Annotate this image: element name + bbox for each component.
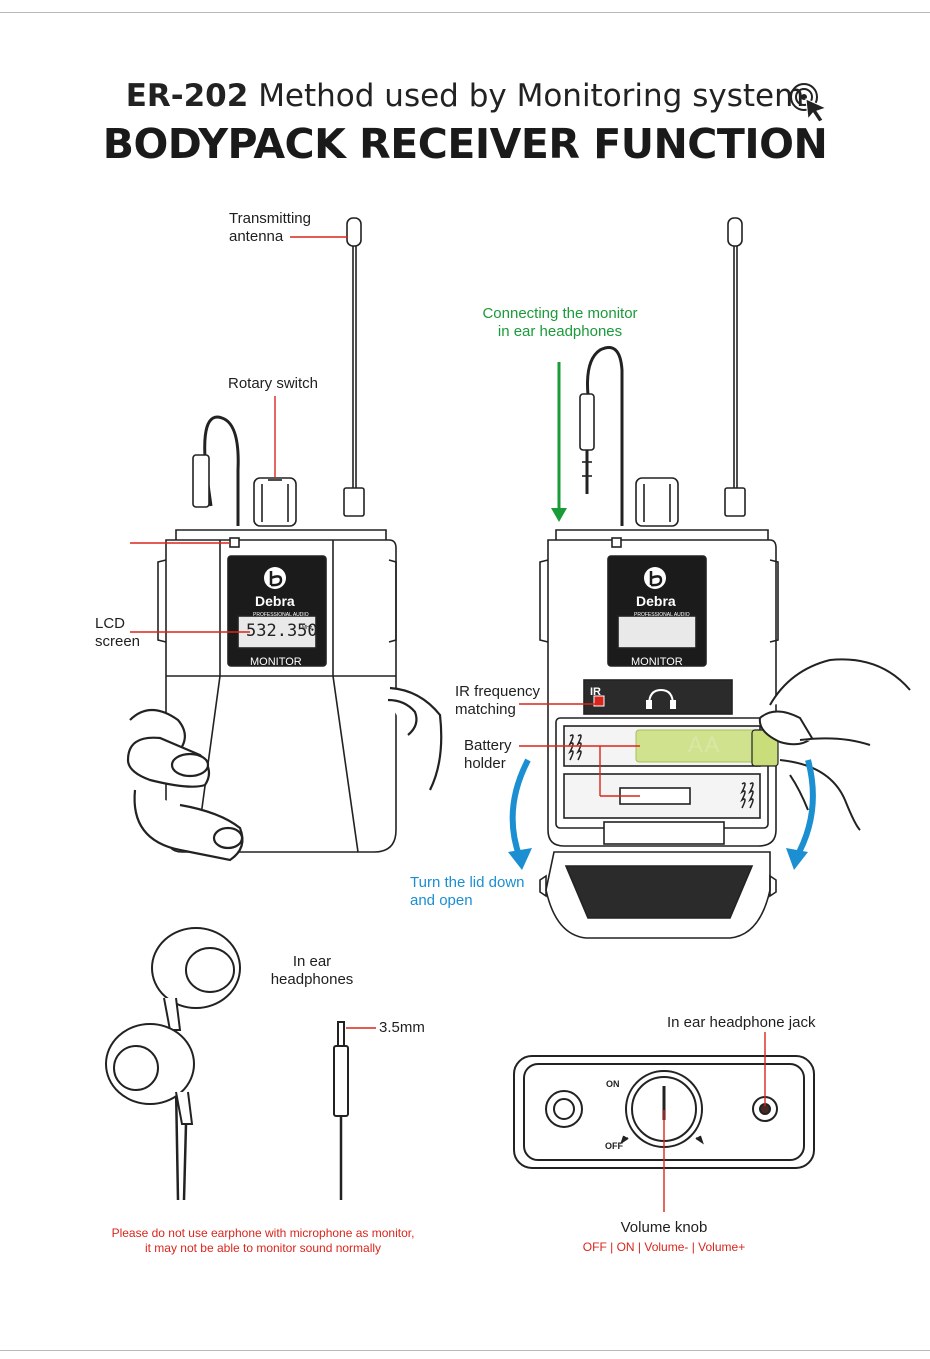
antenna-label: Transmitting antenna [229, 210, 311, 245]
monitor-label-right: MONITOR [631, 656, 683, 668]
monitor-label-left: MONITOR [250, 656, 302, 668]
warning-note: Please do not use earphone with micropho… [111, 1226, 415, 1255]
on-marking: ON [606, 1079, 620, 1089]
brand-logo-right: Debra [636, 593, 676, 609]
in-ear-headphones-label: In ear headphones [270, 953, 354, 988]
plug-35mm [333, 1021, 349, 1200]
page-subtitle: ER-202 Method used by Monitoring system [0, 78, 930, 114]
brand-sub-left: PROFESSIONAL AUDIO [253, 612, 309, 618]
off-marking: OFF [605, 1141, 623, 1151]
hand-left-illustration [126, 686, 443, 862]
hand-right-illustration [758, 658, 911, 831]
turn-lid-label: Turn the lid down and open [410, 874, 525, 909]
battery-aa-text: AA [688, 732, 722, 757]
connect-arrow [551, 362, 567, 522]
battery-holder-label: Battery holder [464, 737, 512, 772]
ir-tag: IR [590, 686, 601, 698]
top-rule [0, 12, 930, 13]
volume-knob-functions: OFF | ON | Volume- | Volume+ [582, 1240, 746, 1254]
brand-sub-right: PROFESSIONAL AUDIO [634, 612, 690, 618]
bottom-rule [0, 1350, 930, 1351]
headphone-jack-label: In ear headphone jack [667, 1014, 816, 1031]
lcd-screen-label: LCD screen [95, 615, 141, 650]
lcd-unit: MHz [302, 625, 313, 631]
page-title: BODYPACK RECEIVER FUNCTION [102, 120, 828, 168]
rotary-switch-label: Rotary switch [228, 375, 319, 392]
turn-lid-arrows [508, 758, 816, 870]
plug-size-label: 3.5mm [379, 1019, 425, 1036]
leader-lines [130, 236, 766, 1212]
target-cursor-icon [790, 83, 828, 123]
connect-headphones-label: Connecting the monitor in ear headphones [482, 305, 638, 340]
bodypack-front [157, 217, 397, 853]
subtitle-text: Method used by Monitoring system [258, 78, 805, 114]
lcd-display: 532.350 [246, 621, 318, 641]
model-name: ER-202 [125, 78, 249, 114]
in-ear-headphones [105, 927, 241, 1201]
volume-knob-label: Volume knob [620, 1219, 708, 1236]
brand-logo-left: Debra [255, 593, 295, 609]
ir-frequency-label: IR frequency matching [455, 683, 541, 718]
